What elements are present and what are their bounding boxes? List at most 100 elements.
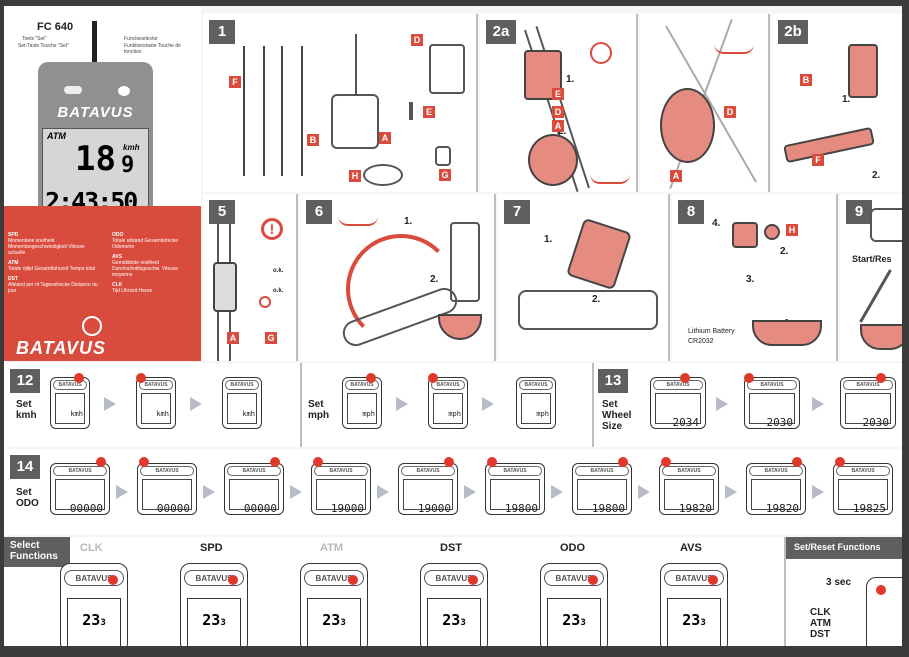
- arrow-icon: [812, 397, 824, 411]
- rotate-arrow-icon: [346, 234, 456, 344]
- part-label-a: A: [670, 170, 682, 182]
- arrow-icon: [290, 485, 302, 499]
- set-mph-label: Set mph: [308, 399, 330, 421]
- callout-4: 4.: [712, 218, 721, 229]
- step-tag: 2b: [778, 20, 808, 44]
- function-name: DST: [440, 542, 462, 554]
- strap-red: [783, 126, 875, 164]
- part-label-f: F: [229, 76, 241, 88]
- battery-icon: [764, 224, 780, 240]
- set-label-2: Set-Taste Touche "Set": [18, 43, 69, 49]
- arrow-icon: [812, 485, 824, 499]
- arrow-icon: [116, 485, 128, 499]
- press-indicator-icon: [348, 575, 358, 585]
- reset-items: CLK ATM DST: [810, 607, 831, 640]
- press-indicator-icon: [108, 575, 118, 585]
- press-indicator-icon: [876, 373, 886, 383]
- unit-label: kmh: [123, 143, 140, 152]
- brand-strip: BATAVUS: [836, 466, 890, 476]
- press-indicator-icon: [835, 457, 845, 467]
- divider: [300, 363, 302, 447]
- part-label-d: D: [724, 106, 736, 118]
- press-indicator-icon: [444, 457, 454, 467]
- spacer-drawing: [435, 146, 451, 166]
- functions-row: Select Functions Set/Reset Functions 3 s…: [4, 537, 902, 646]
- speed-digits: 18: [75, 139, 116, 179]
- step-7-cell: 7 1. 2.: [498, 194, 670, 361]
- function-name: ODO: [560, 542, 586, 554]
- press-indicator-icon: [876, 585, 886, 595]
- part-label-h: H: [349, 170, 361, 182]
- step-1-cell: 1 F B A D E G H: [203, 14, 478, 192]
- callout-1: 1.: [404, 216, 413, 227]
- display-value: 233: [667, 598, 721, 646]
- speed-decimal: 9: [121, 153, 135, 178]
- set-label: Toets "Set": [22, 36, 47, 42]
- arrow-icon: [104, 397, 116, 411]
- part-label-b: B: [307, 134, 319, 146]
- mount-drawing: [450, 222, 480, 302]
- press-indicator-icon: [74, 373, 84, 383]
- callout-1: 1.: [842, 94, 851, 105]
- press-indicator-icon: [708, 575, 718, 585]
- press-indicator-icon: [744, 373, 754, 383]
- part-label-g: G: [439, 169, 451, 181]
- callout-2: 2.: [430, 274, 439, 285]
- setreset-panel: Set/Reset Functions 3 sec CLK ATM DST: [784, 537, 902, 646]
- odo-value: 00000: [229, 479, 279, 515]
- step-tag: 7: [504, 200, 530, 224]
- function-button[interactable]: [118, 86, 130, 96]
- sensor-red: [660, 88, 715, 163]
- brand-strip: BATAVUS: [57, 104, 134, 121]
- arrow-icon: [638, 485, 650, 499]
- bicycle-icon: [338, 206, 378, 226]
- manual-sheet: FC 640 Toets "Set" Set-Taste Touche "Set…: [4, 6, 902, 646]
- step-2b-cell: 2b B F 1. 2.: [772, 14, 902, 192]
- brand-strip: BATAVUS: [227, 466, 281, 476]
- cover-red: [732, 222, 758, 248]
- arrow-icon: [203, 485, 215, 499]
- brand-strip: BATAVUS: [140, 466, 194, 476]
- brand-strip: BATAVUS: [575, 466, 629, 476]
- odo-value: 19800: [577, 479, 627, 515]
- set-button[interactable]: [64, 86, 82, 94]
- callout-2: 2.: [872, 170, 881, 181]
- odo-value: 19820: [664, 479, 714, 515]
- cable-tie: [263, 46, 265, 176]
- arrow-icon: [725, 485, 737, 499]
- arrow-icon: [716, 397, 728, 411]
- wheel-size-label: Set Wheel Size: [602, 399, 632, 432]
- display-value: 233: [187, 598, 241, 646]
- atm-indicator: ATM: [47, 131, 66, 141]
- computer-drawing: [866, 577, 902, 646]
- brand-strip: BATAVUS: [488, 466, 542, 476]
- press-indicator-icon: [313, 457, 323, 467]
- brand-strip: BATAVUS: [53, 466, 107, 476]
- bicycle-icon: [714, 34, 754, 54]
- arrow-icon: [482, 397, 494, 411]
- cable: [92, 21, 97, 63]
- part-label-a: A: [227, 332, 239, 344]
- display-odo: BATAVUS 19800: [572, 463, 632, 515]
- computer-red: [860, 324, 902, 350]
- magnet-drawing: [429, 44, 465, 94]
- func-label-2: Funktionstaste Touche de fonction: [124, 43, 181, 55]
- start-reset-label: Start/Res: [852, 254, 892, 264]
- function-name: ATM: [320, 542, 344, 554]
- brand-strip: BATAVUS: [304, 570, 364, 586]
